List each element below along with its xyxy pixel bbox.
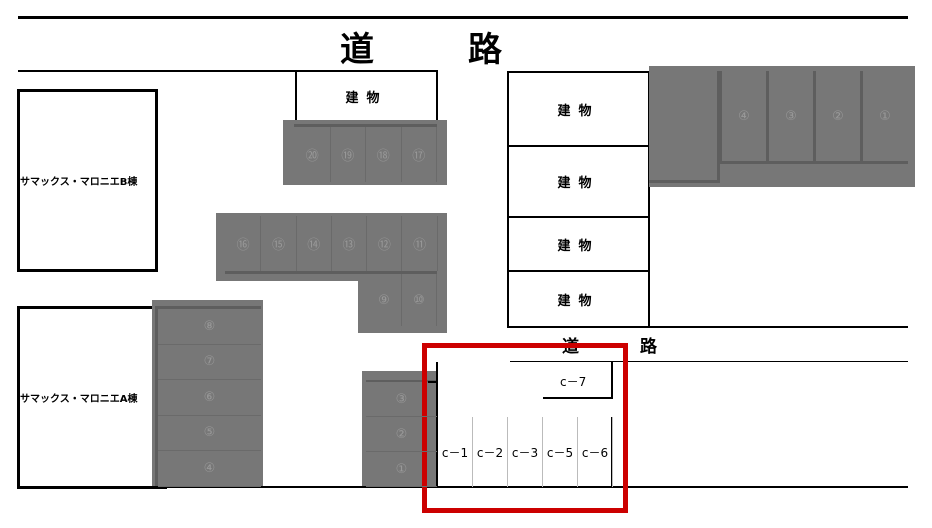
- parking-spot[interactable]: ⑥: [158, 380, 261, 416]
- mansion-a: サマックス・マロニエA棟: [17, 306, 167, 489]
- parking-spot[interactable]: ②: [813, 71, 860, 162]
- building-label: 建物: [557, 103, 600, 119]
- road-label-top: 道 路: [340, 30, 532, 70]
- large-cell: [649, 71, 720, 183]
- parking-spot[interactable]: ⑬: [332, 216, 368, 271]
- building: 建物: [507, 71, 650, 147]
- c7-edge: [543, 397, 613, 399]
- road-edge-left: [18, 70, 437, 72]
- parking-spot[interactable]: ⑦: [158, 345, 261, 380]
- parking-spot[interactable]: ⑱: [366, 127, 402, 182]
- building-label: 建物: [557, 176, 600, 191]
- parking-spot-c[interactable]: c－6: [578, 417, 613, 487]
- divider: [155, 306, 261, 309]
- parking-spot[interactable]: ⑲: [331, 127, 366, 182]
- parking-block-9-10: [358, 280, 447, 333]
- mansion-b-label: サマックス・マロニエB棟: [20, 177, 138, 188]
- road-line-bottom: [18, 486, 908, 488]
- parking-spot[interactable]: ⑤: [158, 416, 261, 451]
- spot-c7[interactable]: c－7: [560, 375, 587, 389]
- parking-spot-c[interactable]: c－5: [543, 417, 578, 487]
- building: 建物: [295, 70, 438, 122]
- parking-spot[interactable]: ⑮: [261, 216, 297, 271]
- mansion-b: サマックス・マロニエB棟: [17, 89, 158, 272]
- parking-spot[interactable]: ③: [766, 71, 813, 162]
- highlight-frame: [422, 343, 628, 513]
- building: 建物: [507, 145, 650, 218]
- road-edge-lower: [510, 361, 908, 362]
- parking-block-4-8: [152, 300, 263, 486]
- parking-spot[interactable]: ⑩: [402, 274, 437, 326]
- building-label: 建物: [345, 90, 388, 106]
- parking-spot[interactable]: ②: [366, 417, 437, 452]
- parking-block-17-20: [283, 120, 447, 185]
- parking-spot[interactable]: ⑫: [367, 216, 403, 271]
- parking-spot[interactable]: ①: [366, 452, 437, 487]
- mansion-a-label: サマックス・マロニエA棟: [20, 394, 138, 405]
- parking-spot[interactable]: ③: [366, 382, 437, 417]
- divider: [366, 380, 437, 382]
- parking-block-right: [649, 66, 915, 187]
- lot-edge: [436, 362, 438, 487]
- lot-edge: [428, 381, 437, 383]
- parking-spot-c[interactable]: c－3: [508, 417, 543, 487]
- divider: [294, 124, 437, 127]
- parking-spot[interactable]: ④: [158, 451, 261, 487]
- building: 建物: [507, 216, 650, 272]
- divider: [719, 161, 908, 164]
- divider: [225, 271, 437, 274]
- c7-edge: [611, 362, 613, 399]
- parking-spot[interactable]: ⑳: [295, 127, 331, 182]
- parking-spot-c[interactable]: c－1: [438, 417, 473, 487]
- building: 建物: [507, 270, 650, 328]
- parking-spot[interactable]: ⑧: [158, 309, 261, 345]
- parking-spot[interactable]: ⑨: [367, 274, 402, 326]
- parking-spot[interactable]: ⑪: [403, 216, 438, 271]
- parking-spot[interactable]: ⑯: [226, 216, 262, 271]
- road-edge-right: [649, 326, 908, 328]
- parking-spot[interactable]: ①: [860, 71, 907, 162]
- building-label: 建物: [557, 293, 600, 309]
- parking-spot[interactable]: ④: [719, 71, 766, 162]
- parking-spot[interactable]: ⑭: [297, 216, 332, 271]
- divider: [155, 306, 158, 486]
- building-label: 建物: [557, 238, 600, 254]
- parking-spot-c[interactable]: c－2: [473, 417, 508, 487]
- parking-spot[interactable]: ⑰: [402, 127, 437, 182]
- road-line-top: [18, 16, 908, 19]
